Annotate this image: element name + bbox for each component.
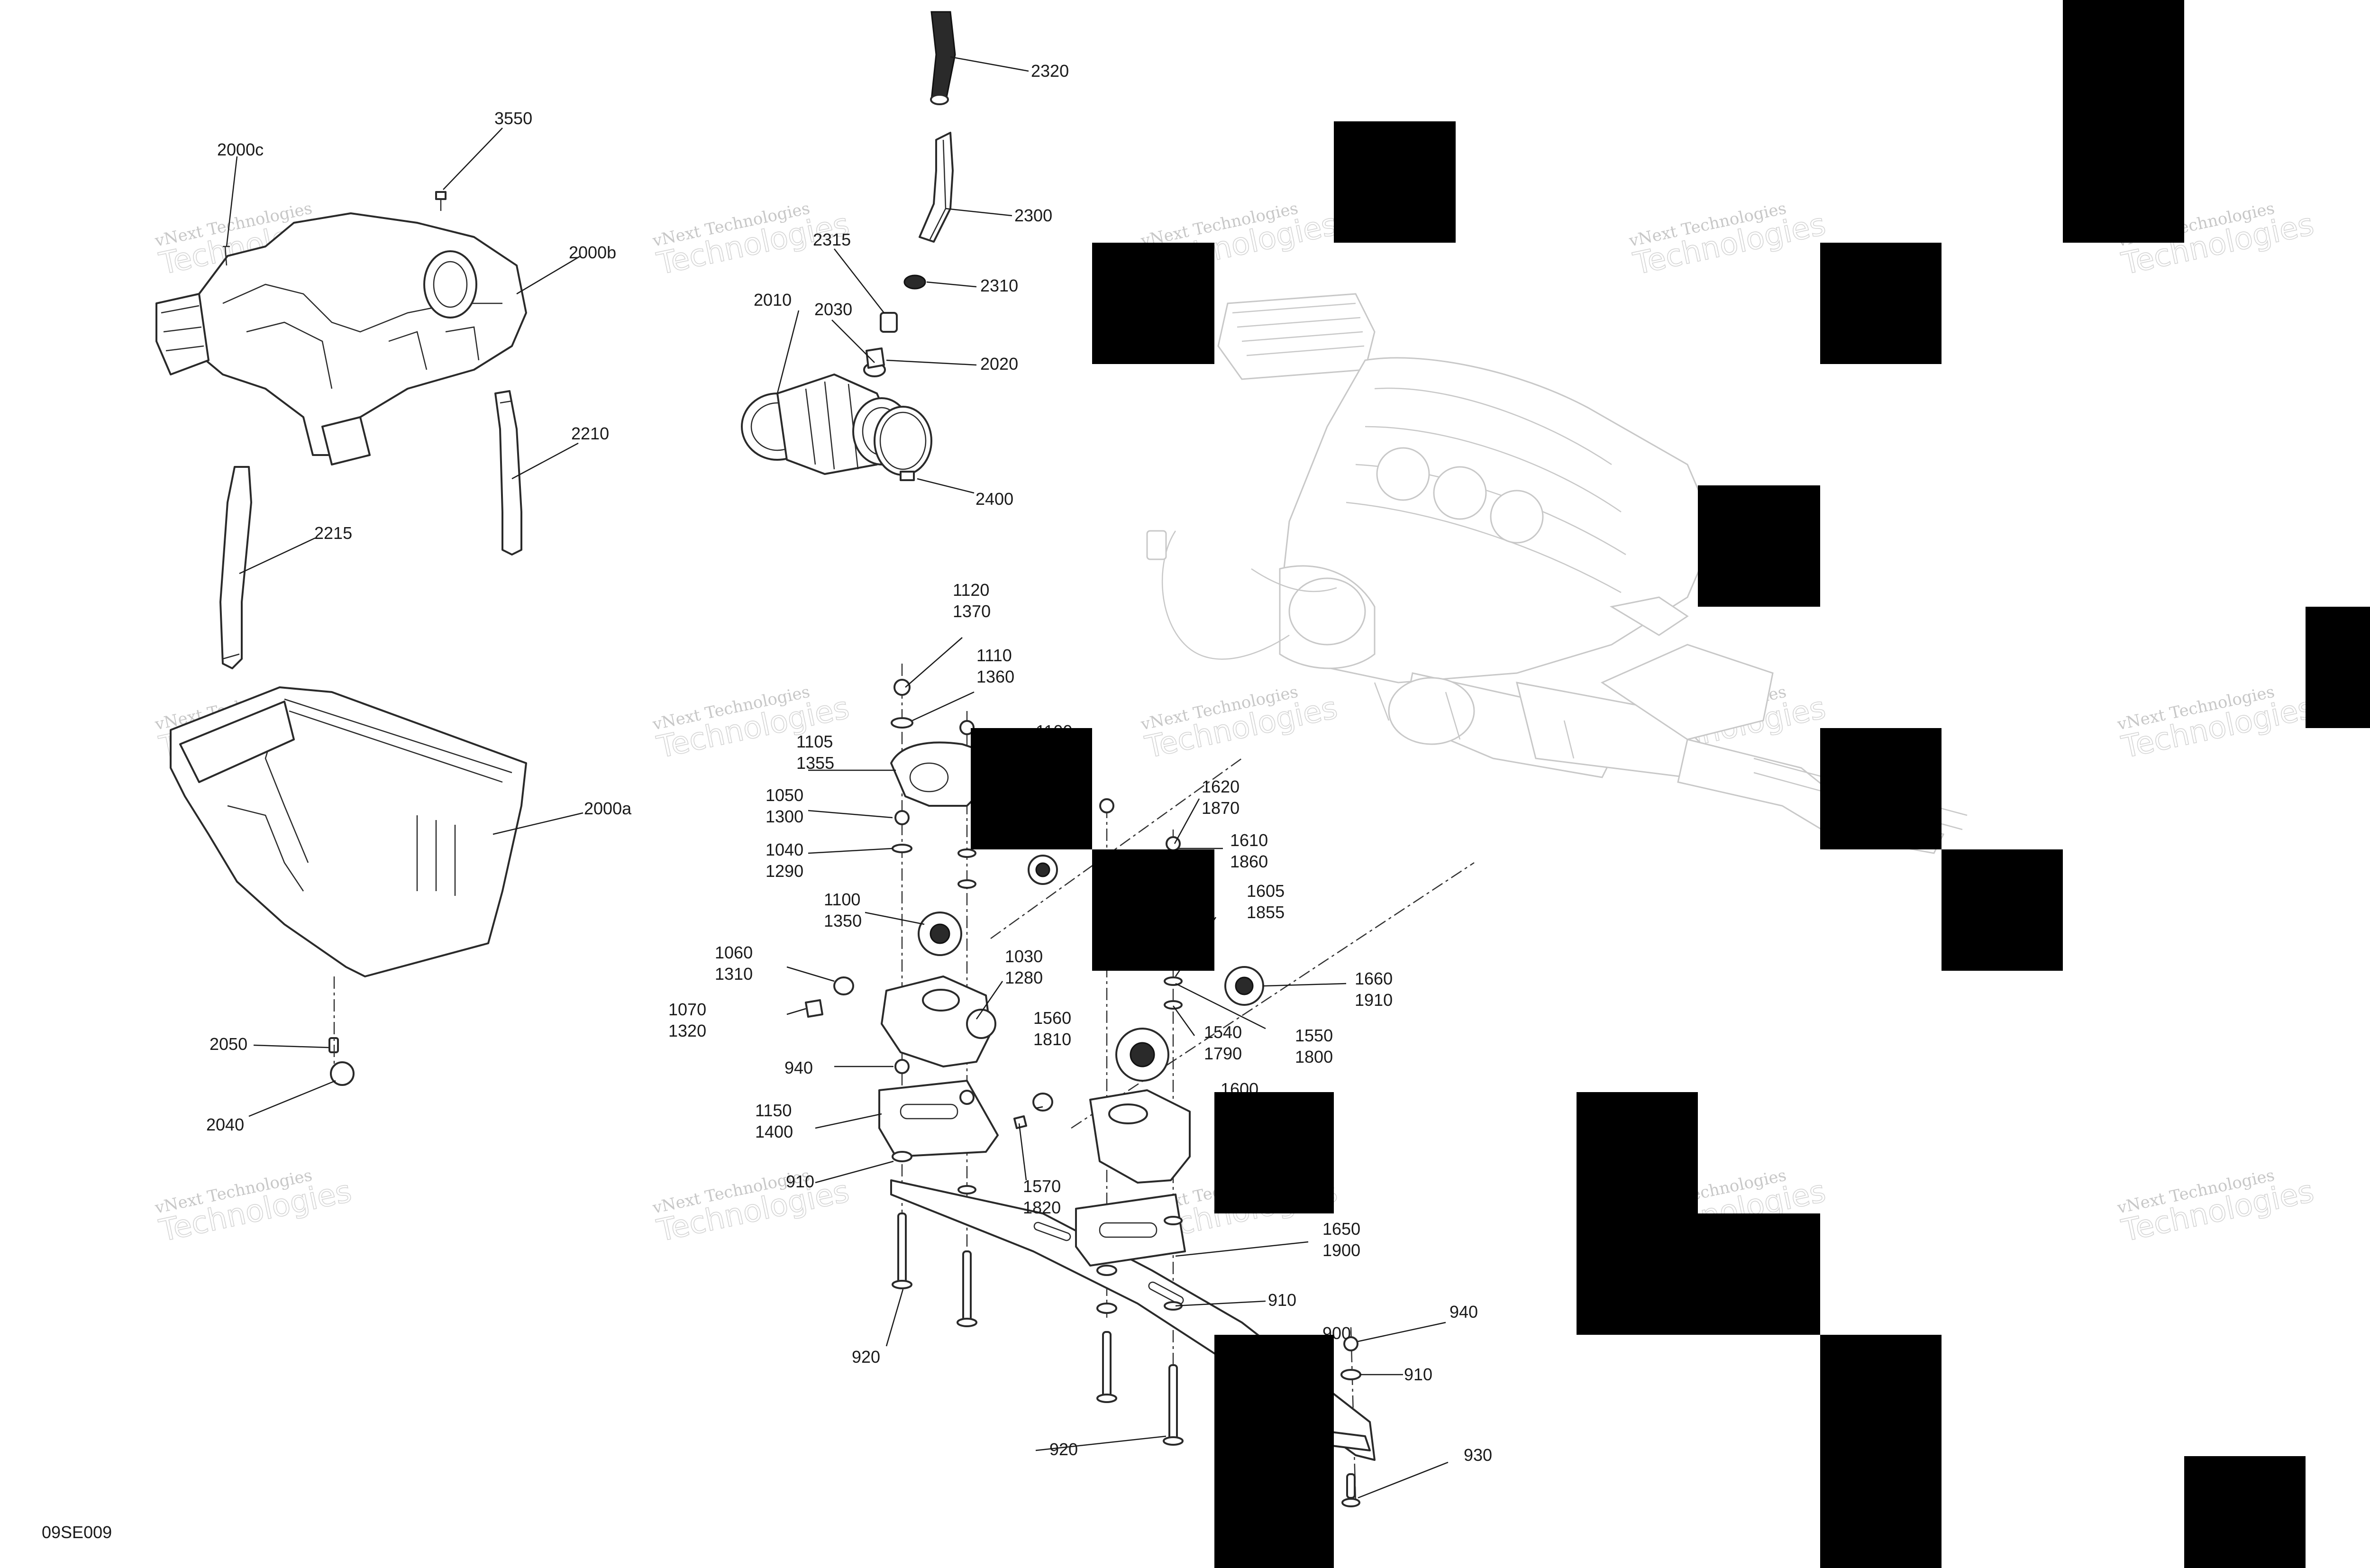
callout-940: 940 [784, 1058, 813, 1077]
drain-cap-2040 [330, 1061, 355, 1086]
engine-ghost-illustration [1146, 293, 1968, 854]
callout-1870: 1870 [1202, 798, 1240, 818]
callout-2040: 2040 [206, 1115, 244, 1134]
screw-3550 [435, 191, 447, 211]
callout-1800: 1800 [1295, 1047, 1333, 1067]
callout-1820: 1820 [1023, 1198, 1061, 1217]
airbox-cover-2000b [155, 212, 527, 465]
callout-910: 910 [1268, 1290, 1296, 1310]
redaction-block [1334, 121, 1456, 243]
callout-1790: 1790 [1204, 1044, 1242, 1063]
callout-2010: 2010 [754, 290, 792, 310]
redaction-block [1214, 1335, 1334, 1568]
callout-2000b: 2000b [569, 243, 616, 262]
clamp-2310 [903, 274, 926, 290]
callout-1110: 1110 [976, 646, 1012, 665]
callout-1370: 1370 [953, 602, 991, 621]
callout-3550: 3550 [494, 109, 532, 128]
redaction-block [1820, 243, 1942, 364]
redaction-block [1942, 849, 2063, 971]
callout-2210: 2210 [571, 424, 609, 443]
redaction-block [1698, 485, 1820, 607]
redaction-block [1577, 1092, 1698, 1213]
callout-2315: 2315 [813, 230, 851, 249]
adapter-2020 [866, 347, 885, 369]
callout-2215: 2215 [314, 523, 352, 543]
callout-1860: 1860 [1230, 852, 1268, 871]
redaction-block [1092, 849, 1214, 971]
callout-1060: 1060 [715, 943, 753, 962]
callout-1290: 1290 [766, 861, 803, 881]
vent-hose-2320 [930, 11, 956, 105]
callout-1550: 1550 [1295, 1026, 1333, 1045]
callout-1100: 1100 [824, 890, 860, 909]
callout-2000a: 2000a [584, 799, 632, 818]
fitting-2315 [880, 312, 898, 333]
callout-1105: 1105 [796, 732, 833, 751]
callout-1030: 1030 [1005, 947, 1043, 966]
redaction-block [1577, 1213, 1820, 1335]
callout-1280: 1280 [1005, 968, 1043, 987]
callout-2030: 2030 [814, 300, 852, 319]
callout-920: 920 [852, 1347, 880, 1367]
callout-1540: 1540 [1204, 1022, 1242, 1042]
callout-1620: 1620 [1202, 777, 1240, 796]
callout-2300: 2300 [1014, 206, 1052, 225]
strap-2210 [494, 390, 522, 556]
callout-1355: 1355 [796, 753, 834, 773]
callout-1400: 1400 [755, 1122, 793, 1141]
callout-labels: 3550 2000c 2000b 2210 2215 2000a 2050 20… [206, 61, 1492, 1465]
leader-lines [226, 56, 1449, 1499]
callout-2320: 2320 [1031, 61, 1069, 81]
callout-1560: 1560 [1033, 1008, 1071, 1028]
callout-1360: 1360 [976, 667, 1014, 686]
callout-1300: 1300 [766, 807, 803, 826]
callout-1150: 1150 [755, 1101, 792, 1120]
callout-910: 910 [1404, 1365, 1432, 1384]
redaction-block [1820, 728, 1942, 849]
callout-1320: 1320 [668, 1021, 706, 1040]
strap-2215 [219, 466, 252, 669]
callout-1605: 1605 [1247, 881, 1285, 901]
callout-1650: 1650 [1322, 1219, 1360, 1239]
redaction-block [1214, 1092, 1334, 1213]
mount-assembly [805, 664, 1475, 1507]
redaction-block [1092, 243, 1214, 364]
callout-1810: 1810 [1033, 1030, 1071, 1049]
callout-910: 910 [786, 1172, 814, 1191]
callout-2000c: 2000c [217, 140, 264, 159]
callout-920: 920 [1049, 1440, 1078, 1459]
callout-1310: 1310 [715, 964, 753, 984]
callout-1350: 1350 [824, 911, 862, 930]
redaction-block [2184, 1456, 2306, 1568]
callout-2050: 2050 [210, 1034, 247, 1054]
callout-930: 930 [1464, 1445, 1492, 1465]
callout-1050: 1050 [766, 785, 803, 805]
redaction-blocks [971, 0, 2370, 1568]
callout-2310: 2310 [980, 276, 1018, 295]
callout-1610: 1610 [1230, 830, 1268, 850]
redaction-block [2063, 0, 2184, 243]
hose-clamp-2400 [874, 406, 932, 481]
callout-1660: 1660 [1355, 969, 1393, 988]
callout-1040: 1040 [766, 840, 803, 859]
callout-1900: 1900 [1322, 1240, 1360, 1260]
callout-1570: 1570 [1023, 1176, 1061, 1196]
callout-1855: 1855 [1247, 903, 1285, 922]
callout-2400: 2400 [975, 489, 1013, 509]
callout-1070: 1070 [668, 1000, 706, 1019]
diagram-code: 09SE009 [42, 1522, 112, 1542]
callout-940: 940 [1449, 1302, 1478, 1322]
redaction-block [1820, 1335, 1942, 1568]
redaction-block [971, 728, 1092, 849]
pin-2000c [223, 246, 230, 266]
callout-1120: 1120 [953, 580, 989, 600]
vent-tube-2300 [919, 132, 954, 243]
redaction-block [2306, 607, 2370, 728]
airbox-base-2000a [170, 686, 527, 977]
callout-1910: 1910 [1355, 990, 1393, 1010]
callout-2020: 2020 [980, 354, 1018, 374]
